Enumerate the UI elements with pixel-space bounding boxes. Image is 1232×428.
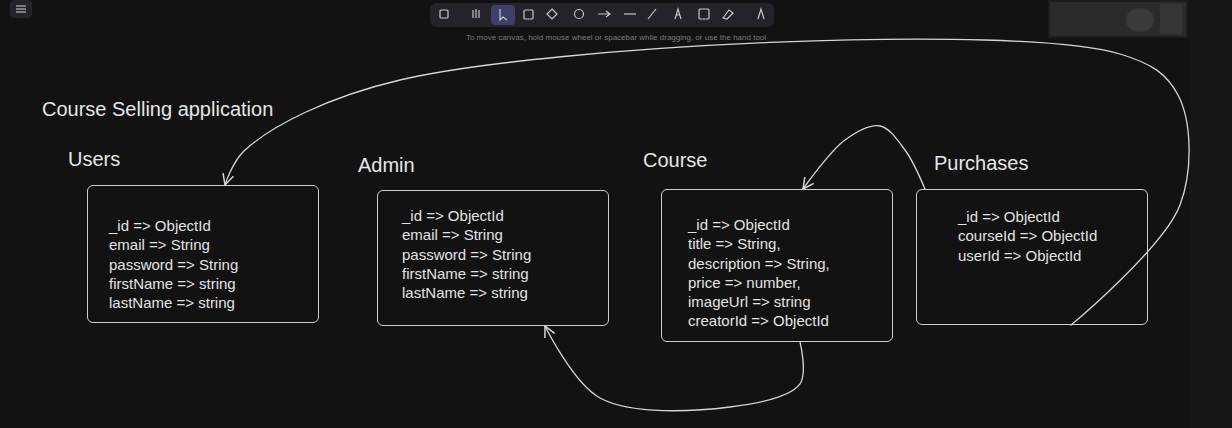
webcam-person xyxy=(1126,8,1154,32)
webcam-frame xyxy=(1048,0,1188,38)
field-line: firstName => string xyxy=(109,274,236,293)
side-strip xyxy=(1189,0,1232,428)
entity-heading: Users xyxy=(68,147,120,171)
toolbar xyxy=(430,3,774,27)
entity-box: Users_id => ObjectIdemail => Stringpassw… xyxy=(87,185,319,323)
webcam-shelf xyxy=(1160,4,1182,34)
field-line: courseId => ObjectId xyxy=(958,226,1097,245)
field-line: password => String xyxy=(402,245,531,264)
entity-box: Admin_id => ObjectIdemail => Stringpassw… xyxy=(377,190,609,326)
field-line: password => String xyxy=(109,255,238,274)
field-line: lastName => string xyxy=(402,283,528,302)
field-line: _id => ObjectId xyxy=(958,207,1060,226)
webcam-image xyxy=(1050,2,1186,36)
field-line: userId => ObjectId xyxy=(958,246,1081,265)
arrow-connector xyxy=(803,126,925,189)
entity-box: Purchases_id => ObjectIdcourseId => Obje… xyxy=(916,189,1148,325)
entity-box: Course_id => ObjectIdtitle => String,des… xyxy=(661,189,893,342)
entity-heading: Purchases xyxy=(934,151,1029,175)
menu-button xyxy=(10,0,32,18)
arrow-connector xyxy=(225,39,1189,325)
field-line: description => String, xyxy=(688,254,830,273)
menu-icon xyxy=(16,6,26,12)
toolbar-selected xyxy=(491,5,515,25)
entity-heading: Course xyxy=(643,148,707,172)
toolbar-icons xyxy=(440,9,764,20)
field-line: _id => ObjectId xyxy=(109,216,211,235)
entity-heading: Admin xyxy=(358,153,415,177)
field-line: lastName => string xyxy=(109,293,235,312)
canvas-hint: To move canvas, hold mouse wheel or spac… xyxy=(0,33,1232,43)
field-line: email => String xyxy=(109,235,210,254)
field-line: email => String xyxy=(402,225,503,244)
field-line: firstName => string xyxy=(402,264,529,283)
field-line: _id => ObjectId xyxy=(688,215,790,234)
arrow-connector xyxy=(545,326,803,411)
field-line: imageUrl => string xyxy=(688,292,811,311)
field-line: title => String, xyxy=(688,234,781,253)
diagram-title: Course Selling application xyxy=(42,97,273,121)
field-line: _id => ObjectId xyxy=(402,206,504,225)
field-line: creatorId => ObjectId xyxy=(688,311,829,330)
field-line: price => number, xyxy=(688,273,801,292)
